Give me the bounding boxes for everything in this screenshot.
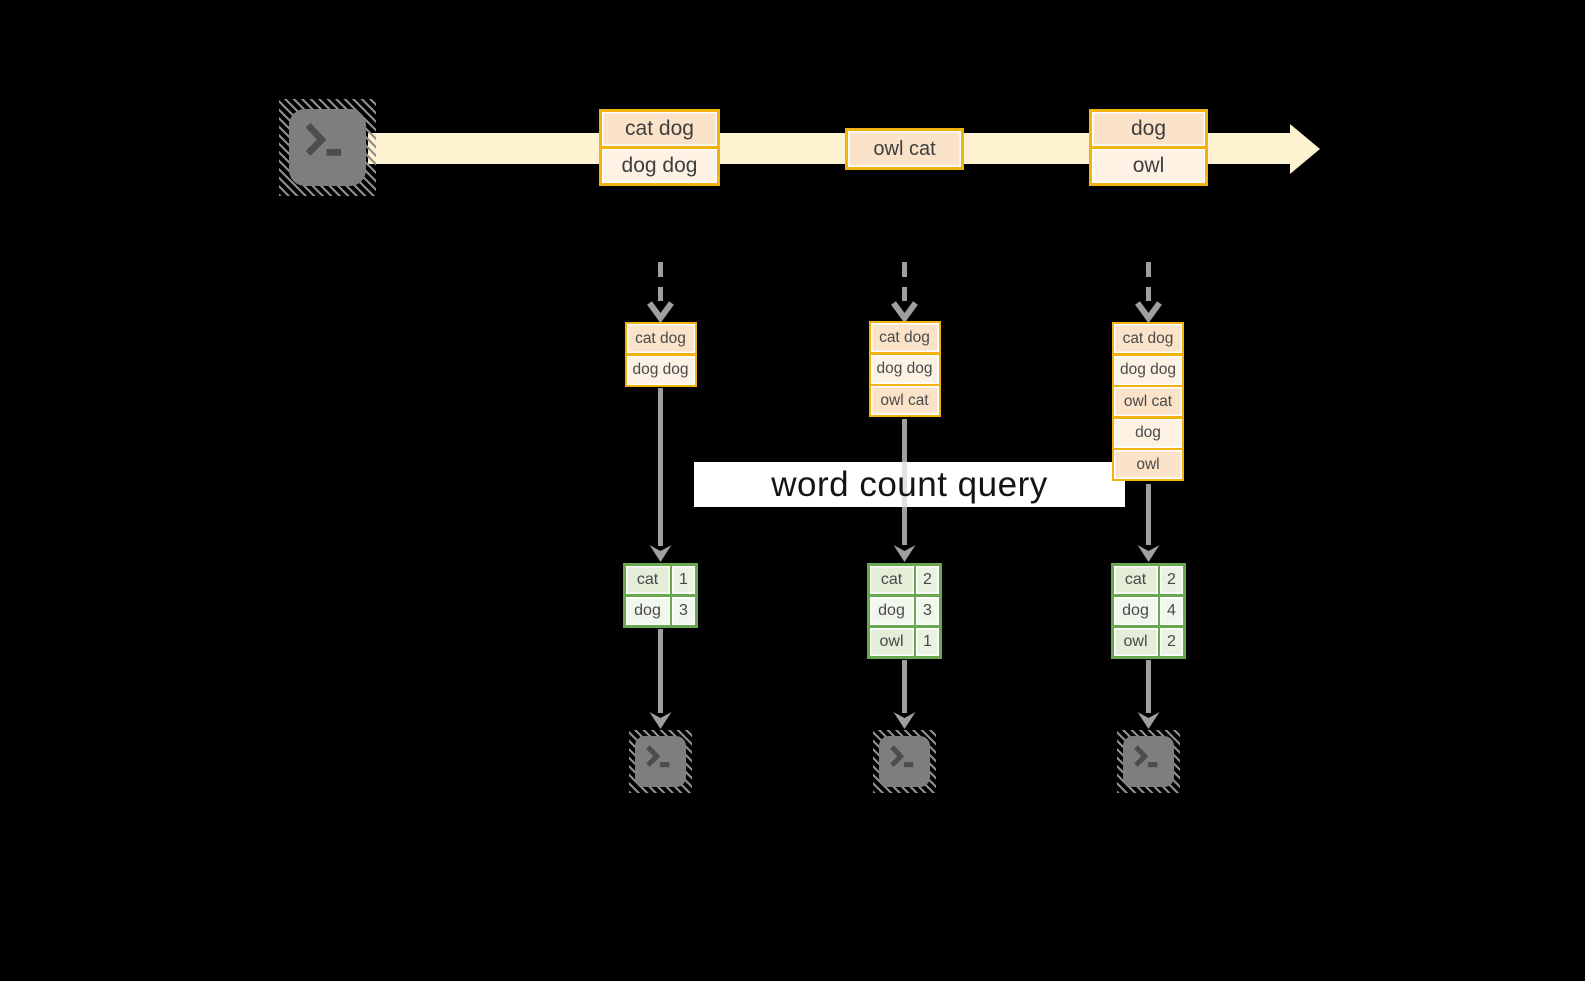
buffer-row: dog dog [626, 355, 695, 385]
prompt-glyph-icon [305, 122, 342, 156]
buffer-row: owl cat [870, 386, 939, 415]
word-cell: cat [625, 565, 670, 594]
source-terminal-icon [279, 99, 376, 196]
count-cell: 1 [916, 627, 939, 656]
count-cell: 3 [672, 596, 695, 625]
output-terminal-icon [629, 730, 692, 793]
count-cell: 1 [672, 565, 695, 594]
counts-table: cat 2 dog 3 owl 1 [867, 563, 942, 659]
buffer-stack: cat dog dog dog owl cat dog owl [1112, 322, 1184, 481]
word-cell: dog [869, 596, 914, 625]
event-line: owl [1092, 149, 1205, 183]
event-line: owl cat [848, 131, 961, 167]
word-count-query-label: word count query [771, 464, 1048, 504]
arrowhead-icon [647, 301, 674, 324]
event-line: cat dog [602, 112, 717, 146]
terminal-body [879, 736, 930, 787]
buffer-row: cat dog [626, 324, 695, 353]
count-cell: 2 [1160, 627, 1183, 656]
prompt-glyph-icon [646, 745, 670, 768]
arrowhead-icon [649, 712, 672, 729]
buffer-stack: cat dog dog dog owl cat [868, 321, 941, 417]
stream-event-box: dog owl [1089, 109, 1208, 186]
word-cell: dog [625, 596, 670, 625]
buffer-row: dog dog [870, 354, 939, 384]
word-count-query-band: word count query [694, 462, 1125, 507]
prompt-glyph-icon [1134, 745, 1158, 768]
output-terminal-icon [873, 730, 936, 793]
terminal-body [635, 736, 686, 787]
counts-table: cat 1 dog 3 [623, 563, 698, 628]
buffer-row: owl cat [1114, 387, 1182, 416]
buffer-row: dog dog [1114, 355, 1182, 385]
counts-table: cat 2 dog 4 owl 2 [1111, 563, 1186, 659]
event-line: dog dog [602, 149, 717, 183]
wire-through-band [902, 462, 907, 507]
word-cell: dog [1113, 596, 1158, 625]
word-cell: owl [869, 627, 914, 656]
terminal-body [1123, 736, 1174, 787]
output-terminal-icon [1117, 730, 1180, 793]
arrowhead-icon [1137, 545, 1160, 562]
prompt-glyph-icon [890, 745, 914, 768]
arrowhead-icon [893, 712, 916, 729]
buffer-row: cat dog [870, 323, 939, 352]
stream-arrowhead-icon [1290, 124, 1320, 174]
count-cell: 3 [916, 596, 939, 625]
count-cell: 4 [1160, 596, 1183, 625]
arrowhead-icon [649, 545, 672, 562]
terminal-body [289, 109, 366, 186]
arrowhead-icon [891, 301, 918, 324]
buffer-row: dog [1114, 418, 1182, 448]
buffer-row: owl [1114, 450, 1182, 479]
word-cell: owl [1113, 627, 1158, 656]
buffer-stack: cat dog dog dog [624, 322, 697, 387]
buffer-row: cat dog [1114, 324, 1182, 353]
arrowhead-icon [893, 545, 916, 562]
word-cell: cat [1113, 565, 1158, 594]
stream-event-box: cat dog dog dog [599, 109, 720, 186]
event-line: dog [1092, 112, 1205, 146]
word-cell: cat [869, 565, 914, 594]
count-cell: 2 [1160, 565, 1183, 594]
stream-event-box: owl cat [845, 128, 964, 170]
arrowhead-icon [1135, 301, 1162, 324]
count-cell: 2 [916, 565, 939, 594]
arrowhead-icon [1137, 712, 1160, 729]
